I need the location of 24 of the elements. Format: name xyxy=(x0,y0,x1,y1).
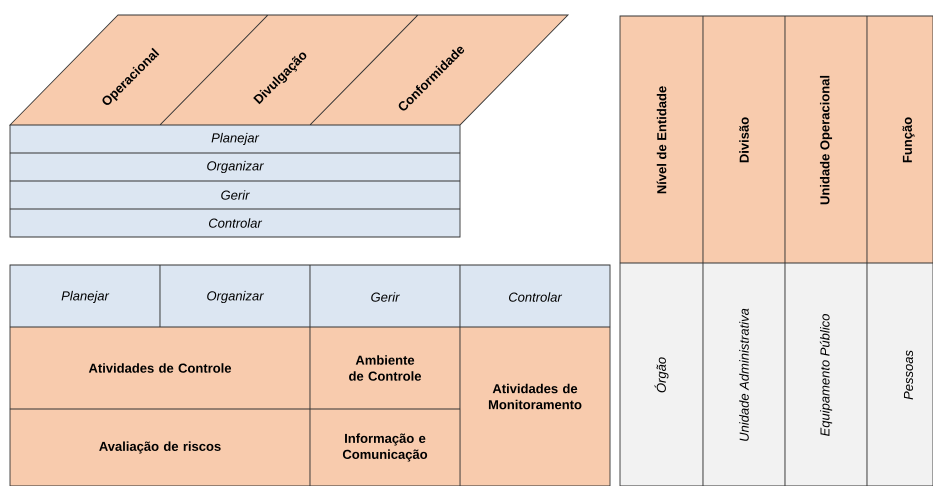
header-cell: Divisão xyxy=(702,16,786,264)
row-band: Organizar xyxy=(10,152,460,182)
category-cell: Avaliação de riscos xyxy=(10,408,310,486)
node-label: Avaliação de riscos xyxy=(99,441,221,454)
table-cell: Equipamento Público xyxy=(784,262,868,486)
header-cell: Organizar xyxy=(160,264,310,328)
header-cell: Função xyxy=(866,16,933,264)
header-cell: Nível de Entidade xyxy=(620,16,704,264)
header-cell: Controlar xyxy=(460,264,610,328)
category-cell: Ambiente de Controle xyxy=(310,326,460,410)
row-band: Gerir xyxy=(10,180,460,210)
table-cell: Órgão xyxy=(620,262,704,486)
header-cell: Unidade Operacional xyxy=(784,16,868,264)
node-label: Equipamento Público xyxy=(820,314,832,436)
table-cell: Pessoas xyxy=(866,262,933,486)
header-cell: Gerir xyxy=(310,264,460,328)
node-label: Órgão xyxy=(654,357,668,392)
category-cell: Informação e Comunicação xyxy=(310,408,460,486)
header-cell: Planejar xyxy=(10,264,160,328)
table-cell: Unidade Administrativa xyxy=(702,262,786,486)
row-band: Controlar xyxy=(10,208,460,238)
row-band: Planejar xyxy=(10,124,460,154)
category-cell: Atividades de Controle xyxy=(10,326,310,410)
node-label: Unidade Administrativa xyxy=(739,308,749,441)
